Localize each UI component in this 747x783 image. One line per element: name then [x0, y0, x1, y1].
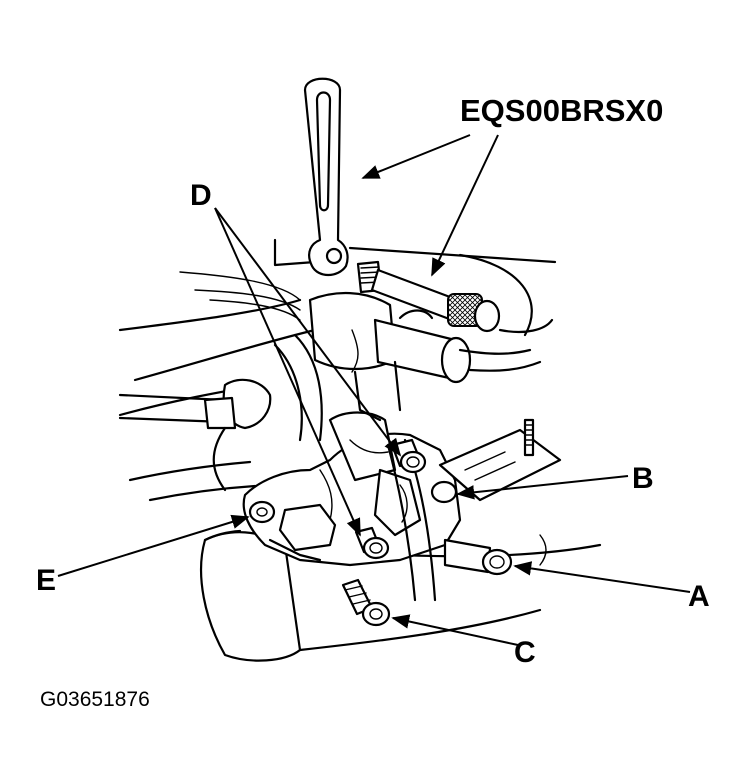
- label-e: E: [36, 564, 56, 597]
- label-c: C: [514, 636, 536, 669]
- special-tool: [303, 77, 501, 333]
- frame-lines: [118, 238, 557, 502]
- label-d: D: [190, 179, 212, 212]
- upper-mount: [308, 292, 542, 422]
- label-tool-code: EQS00BRSX0: [460, 93, 663, 128]
- leader-arrows: [57, 134, 691, 646]
- right-bracket: [430, 418, 562, 504]
- label-b: B: [632, 462, 654, 495]
- bolt-d-lower: [354, 526, 390, 560]
- bolt-e: [248, 500, 276, 524]
- bolt-c: [341, 578, 391, 627]
- figure-id: G03651876: [40, 688, 150, 711]
- bolt-a: [443, 534, 547, 576]
- hose-assembly: [118, 333, 323, 492]
- label-a: A: [688, 580, 710, 613]
